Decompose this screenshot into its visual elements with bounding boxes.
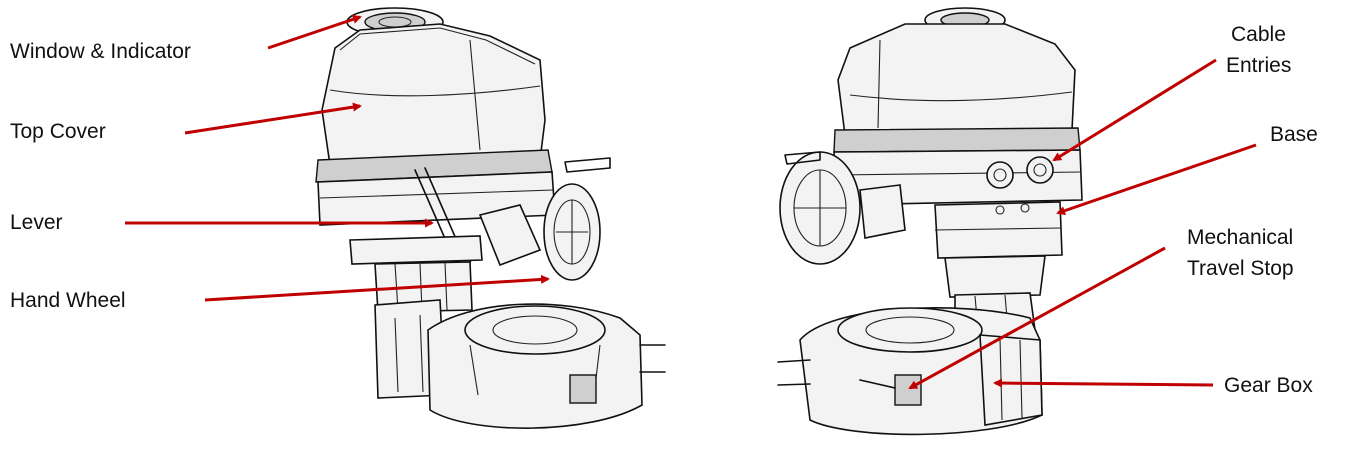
arrow-window-indicator <box>267 14 362 50</box>
label-gear-box: Gear Box <box>1224 374 1313 397</box>
label-mechanical-travel-stop-line1: Mechanical <box>1187 226 1293 249</box>
label-cable-entries-line1: Cable <box>1231 23 1286 46</box>
label-hand-wheel: Hand Wheel <box>10 289 126 312</box>
right-actuator-drawing <box>777 7 1083 436</box>
label-lever: Lever <box>10 211 63 234</box>
arrow-base <box>1056 143 1257 215</box>
arrow-hand-wheel <box>204 274 550 302</box>
arrow-top-cover <box>184 102 362 135</box>
arrow-cable-entries <box>1052 58 1217 162</box>
label-mechanical-travel-stop-line2: Travel Stop <box>1187 257 1294 280</box>
label-cable-entries-line2: Entries <box>1226 54 1291 77</box>
arrow-gear-box <box>993 378 1214 388</box>
arrow-mechanical-travel-stop <box>908 246 1166 390</box>
label-base: Base <box>1270 123 1318 146</box>
label-window-indicator: Window & Indicator <box>10 40 191 63</box>
left-actuator-drawing <box>315 7 666 429</box>
label-top-cover: Top Cover <box>10 120 106 143</box>
